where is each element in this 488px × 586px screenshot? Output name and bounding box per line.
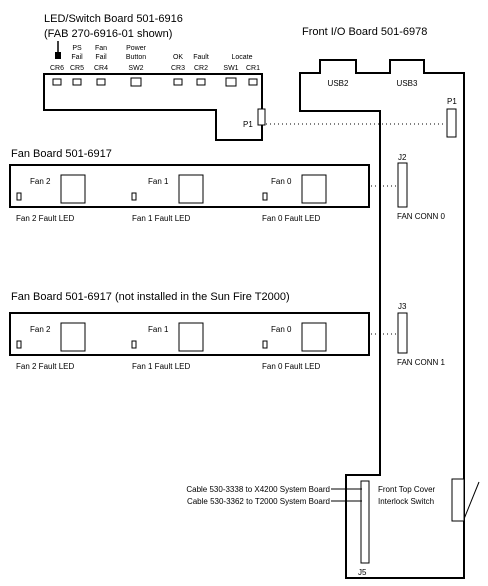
connection-lines bbox=[266, 123, 446, 335]
led-board-title-line2: (FAB 270-6916-01 shown) bbox=[44, 28, 172, 40]
j5-connector bbox=[360, 480, 370, 564]
cr6-ref: CR6 bbox=[50, 65, 64, 72]
fan-board-2-led1-label: Fan 1 Fault LED bbox=[132, 362, 190, 371]
cr2-label: Fault bbox=[193, 54, 209, 61]
interlock-label-line2: Interlock Switch bbox=[378, 497, 434, 506]
fan-board-1-fan0-label: Fan 0 bbox=[271, 177, 292, 186]
fan-board-2-fan1-led bbox=[131, 340, 137, 349]
cr5-label-line2: Fail bbox=[71, 54, 83, 61]
cr3-led bbox=[173, 78, 183, 86]
led-board-outline bbox=[43, 73, 263, 141]
fan-board-2-led2-label: Fan 2 Fault LED bbox=[16, 362, 74, 371]
led-board-components bbox=[52, 77, 258, 87]
toggle-switch-icon bbox=[55, 41, 61, 59]
locate-label: Locate bbox=[231, 54, 252, 61]
interlock-switch-icon bbox=[451, 478, 480, 522]
led-board-p1-label: P1 bbox=[243, 120, 253, 129]
fan-board-1-fan2-connector bbox=[60, 174, 86, 204]
sw1-button bbox=[225, 77, 237, 87]
led-board-title-line1: LED/Switch Board 501-6916 bbox=[44, 13, 183, 25]
j2-label: J2 bbox=[398, 153, 407, 162]
front-io-p1-connector bbox=[446, 108, 457, 138]
fan-board-2-outline bbox=[9, 312, 370, 356]
cr4-ref: CR4 bbox=[94, 65, 108, 72]
cr4-led bbox=[96, 78, 106, 86]
cr4-label-line2: Fail bbox=[95, 54, 107, 61]
fan-board-1-fan1-label: Fan 1 bbox=[148, 177, 169, 186]
cr3-label: OK bbox=[173, 54, 183, 61]
cable-t2000-label: Cable 530-3362 to T2000 System Board bbox=[187, 497, 330, 506]
sw2-label-line1: Power bbox=[126, 45, 147, 52]
fan-board-1-led0-label: Fan 0 Fault LED bbox=[262, 214, 320, 223]
fan-board-2-fan0-label: Fan 0 bbox=[271, 325, 292, 334]
front-io-board: Front I/O Board 501-6978 USB2 USB3 P1 J2… bbox=[186, 26, 480, 579]
fan-board-1: Fan Board 501-6917 Fan 2 Fan 1 Fan 0 Fan… bbox=[9, 148, 370, 223]
usb3-label: USB3 bbox=[397, 79, 418, 88]
fan-board-2-fan2-connector bbox=[60, 322, 86, 352]
fan-board-1-fan2-led bbox=[16, 192, 22, 201]
fan-board-2-fan1-label: Fan 1 bbox=[148, 325, 169, 334]
cr3-ref: CR3 bbox=[171, 65, 185, 72]
front-io-p1-label: P1 bbox=[447, 97, 457, 106]
fan-board-2-fan0-led bbox=[262, 340, 268, 349]
fan-board-1-led1-label: Fan 1 Fault LED bbox=[132, 214, 190, 223]
fan-board-2-led0-label: Fan 0 Fault LED bbox=[262, 362, 320, 371]
fan-board-2-fan2-label: Fan 2 bbox=[30, 325, 51, 334]
fan-board-1-fan1-led bbox=[131, 192, 137, 201]
j3-label: J3 bbox=[398, 302, 407, 311]
led-board-p1-connector bbox=[257, 108, 266, 126]
cr5-ref: CR5 bbox=[70, 65, 84, 72]
led-board-labels: PS Fail Fan Fail Power Button OK Fault L… bbox=[50, 45, 260, 72]
cr2-led bbox=[196, 78, 206, 86]
fan-board-1-led2-label: Fan 2 Fault LED bbox=[16, 214, 74, 223]
fan-board-2-fan1-connector bbox=[178, 322, 204, 352]
fan-board-2: Fan Board 501-6917 (not installed in the… bbox=[9, 291, 370, 371]
fan-board-1-fan1-connector bbox=[178, 174, 204, 204]
cr1-ref: CR1 bbox=[246, 65, 260, 72]
fan-board-1-fan0-led bbox=[262, 192, 268, 201]
j5-label: J5 bbox=[358, 568, 367, 577]
sw2-label-line2: Button bbox=[126, 54, 146, 61]
j3-connector bbox=[397, 312, 408, 354]
cr5-label-line1: PS bbox=[72, 45, 82, 52]
fan-conn1-label: FAN CONN 1 bbox=[397, 358, 446, 367]
fan-board-2-fan2-led bbox=[16, 340, 22, 349]
cable-x4200-label: Cable 530-3338 to X4200 System Board bbox=[186, 485, 330, 494]
sw1-ref: SW1 bbox=[223, 65, 238, 72]
fan-board-1-fan2-label: Fan 2 bbox=[30, 177, 51, 186]
cr2-ref: CR2 bbox=[194, 65, 208, 72]
fan-board-2-title: Fan Board 501-6917 (not installed in the… bbox=[11, 291, 290, 303]
front-io-outline bbox=[299, 59, 465, 579]
led-switch-board: LED/Switch Board 501-6916 (FAB 270-6916-… bbox=[43, 13, 266, 141]
fan-conn0-label: FAN CONN 0 bbox=[397, 212, 446, 221]
front-io-title: Front I/O Board 501-6978 bbox=[302, 26, 427, 38]
sw2-button bbox=[130, 77, 142, 87]
fan-board-1-outline bbox=[9, 164, 370, 208]
cr4-label-line1: Fan bbox=[95, 45, 107, 52]
usb2-label: USB2 bbox=[328, 79, 349, 88]
j2-connector bbox=[397, 162, 408, 208]
interlock-label-line1: Front Top Cover bbox=[378, 485, 436, 494]
fan-board-2-fan0-connector bbox=[301, 322, 327, 352]
fan-board-1-title: Fan Board 501-6917 bbox=[11, 148, 112, 160]
cr5-led bbox=[72, 78, 82, 86]
cr6-led bbox=[52, 78, 62, 86]
sw2-ref: SW2 bbox=[128, 65, 143, 72]
cr1-led bbox=[248, 78, 258, 86]
fan-board-1-fan0-connector bbox=[301, 174, 327, 204]
